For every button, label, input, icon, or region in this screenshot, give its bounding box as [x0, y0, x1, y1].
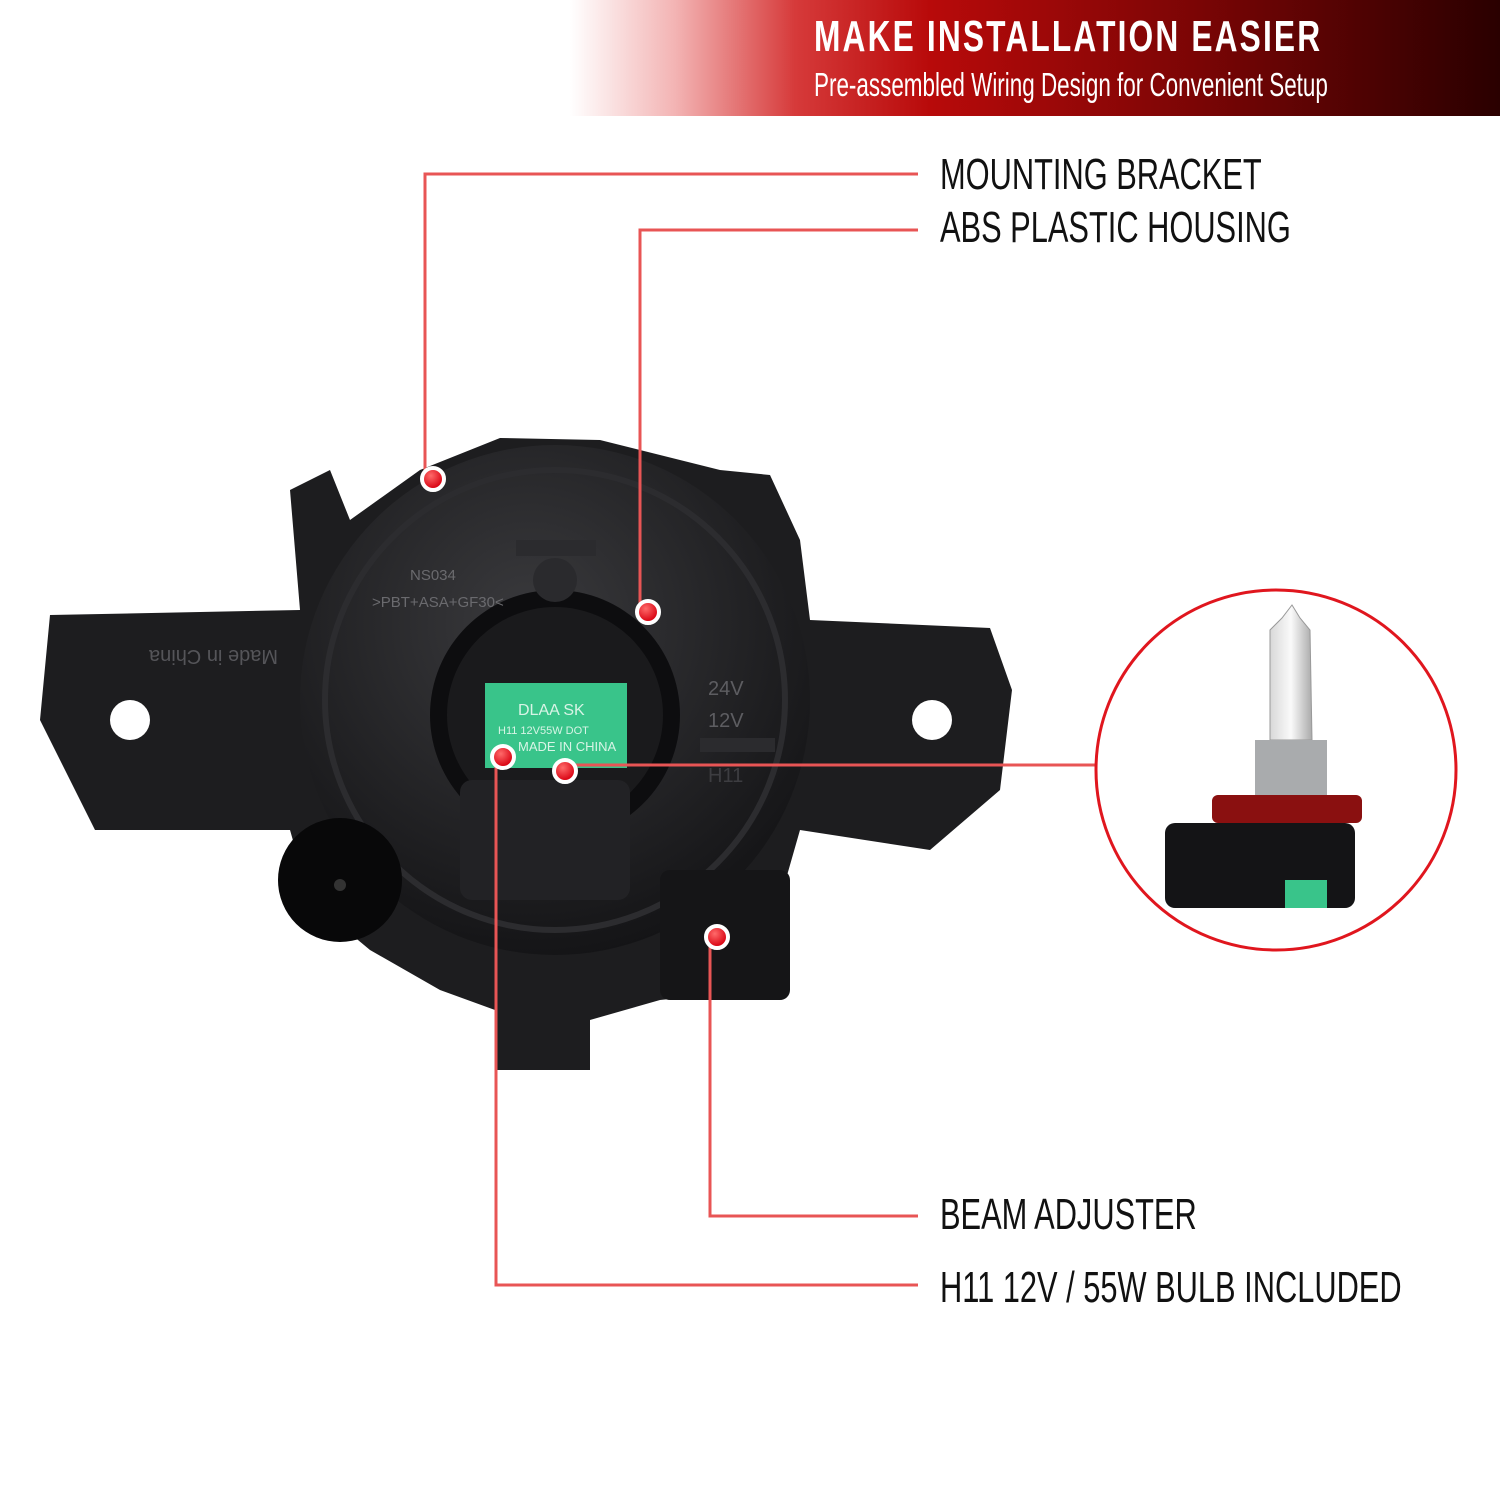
banner-subtitle: Pre-assembled Wiring Design for Convenie… [814, 66, 1328, 103]
callout-label-mounting-bracket: MOUNTING BRACKET [940, 150, 1262, 199]
bulb-flange [1212, 795, 1362, 823]
callout-label-beam-adjuster: BEAM ADJUSTER [940, 1190, 1197, 1239]
callout-dot-beam [704, 924, 730, 950]
header-banner: MAKE INSTALLATION EASIER Pre-assembled W… [0, 0, 1500, 116]
callout-dots [420, 466, 730, 950]
callout-dot-housing [635, 599, 661, 625]
banner-title: MAKE INSTALLATION EASIER [814, 12, 1323, 61]
leader-line-bracket [423, 172, 918, 479]
bulb-metal-base [1255, 740, 1327, 795]
callout-dot-bulb [490, 744, 516, 770]
mounting-hole-left [110, 700, 150, 740]
leader-line-beam [708, 937, 918, 1218]
callout-dot-bulb-zoom [552, 758, 578, 784]
callout-dot-bracket [420, 466, 446, 492]
leader-line-housing [638, 228, 918, 612]
marking-material: >PBT+ASA+GF30< [372, 594, 504, 611]
fog-light-housing: NS034 >PBT+ASA+GF30< Made in China 24V 1… [40, 438, 1012, 1070]
callout-label-abs-housing: ABS PLASTIC HOUSING [940, 203, 1291, 252]
marking-h11: H11 [708, 765, 743, 787]
marking-model: NS034 [410, 567, 456, 584]
bulb-label-line2: H11 12V55W DOT [498, 725, 589, 737]
bulb-label-line1: DLAA SK [518, 702, 585, 719]
bulb-inset [1094, 588, 1458, 952]
mounting-hole-right [912, 700, 952, 740]
bulb-label-line3: MADE IN CHINA [518, 739, 617, 754]
leader-line-bulb [494, 757, 918, 1287]
marking-24v: 24V [708, 678, 744, 700]
marking-origin: Made in China [148, 645, 278, 667]
leader-lines [423, 172, 1095, 1287]
marking-12v: 12V [708, 710, 744, 732]
bulb-connector-terminal [1285, 880, 1327, 908]
bulb-glass [1269, 604, 1313, 741]
callout-label-bulb: H11 12V / 55W BULB INCLUDED [940, 1263, 1402, 1312]
